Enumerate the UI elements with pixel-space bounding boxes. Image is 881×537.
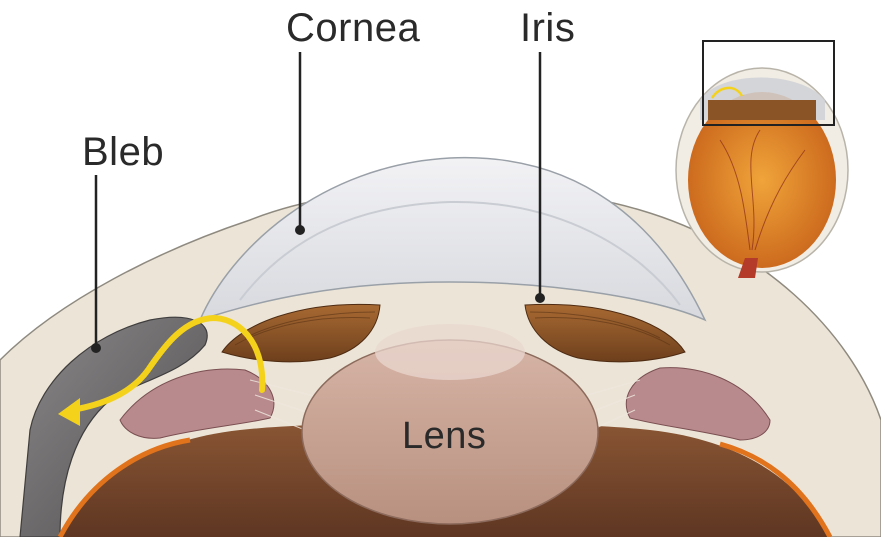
lens-anterior-highlight	[375, 324, 525, 380]
leader-dot-bleb	[91, 343, 101, 353]
bleb-label: Bleb	[82, 132, 164, 172]
lens-label: Lens	[402, 417, 486, 455]
cornea-label: Cornea	[286, 8, 420, 48]
eye-cross-section-inset-icon	[676, 41, 848, 278]
leader-dot-cornea	[295, 225, 305, 235]
leader-dot-iris	[535, 293, 545, 303]
iris-label: Iris	[520, 8, 575, 48]
